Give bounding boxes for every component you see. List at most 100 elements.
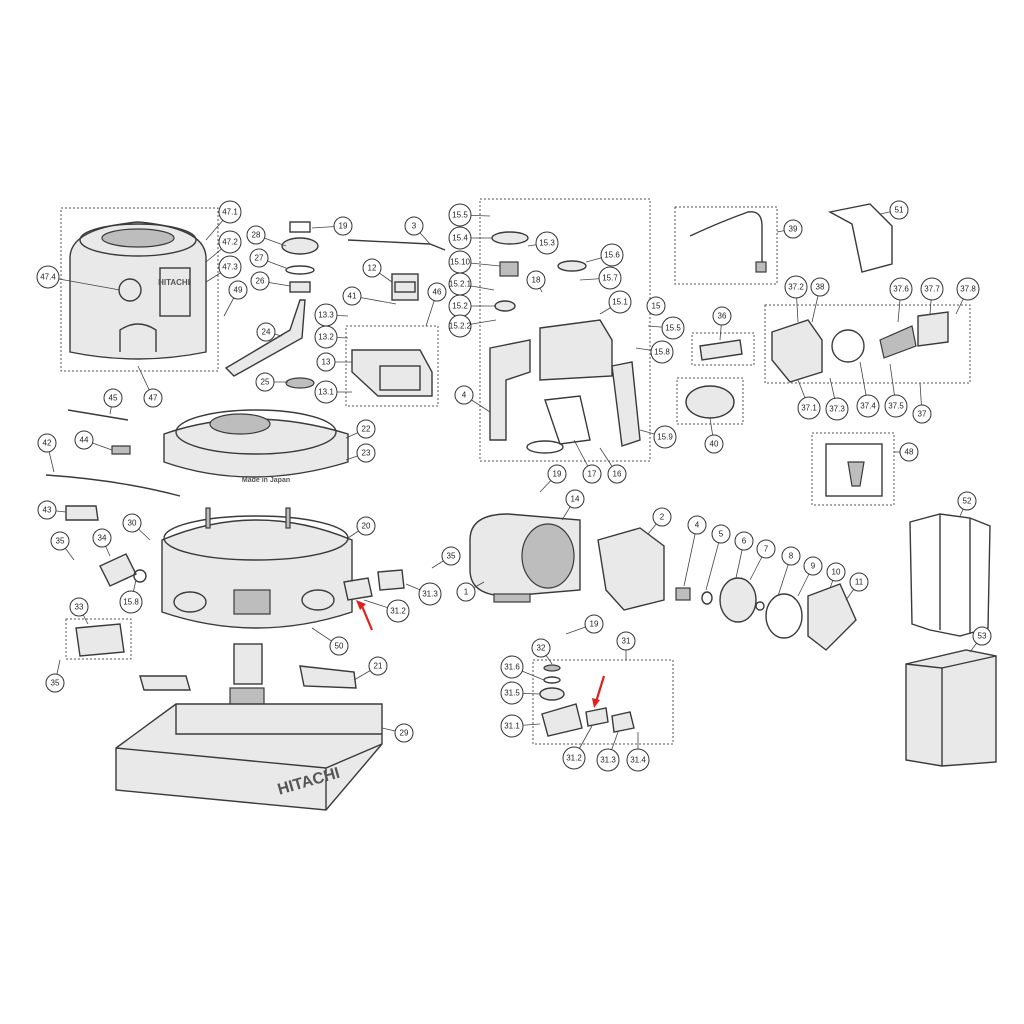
group-box-13 (345, 325, 439, 407)
callout-bubble (547, 464, 567, 484)
callout-bubble (368, 656, 388, 676)
group-box-36 (691, 332, 755, 366)
callout-label: 34 (98, 534, 107, 543)
callout-c153: 15.3 (527, 231, 559, 255)
callout-bubble (784, 275, 808, 299)
callout-label: 47.4 (40, 273, 56, 282)
callout-label: 46 (433, 288, 442, 297)
callout-bubble (218, 230, 242, 254)
callout-label: 53 (978, 632, 987, 641)
callout-c5: 5 (705, 524, 731, 591)
callout-c53: 53 (969, 626, 992, 653)
foot-right (299, 665, 357, 689)
callout-bubble (562, 746, 586, 770)
callout-c24: 24 (256, 322, 283, 342)
callout-label: 37.7 (924, 285, 940, 294)
callout-c19b: 19 (539, 464, 567, 493)
callout-c373: 37.3 (825, 377, 849, 421)
group-box-33 (65, 618, 132, 660)
callout-c52: 52 (957, 491, 977, 517)
callout-bubble (250, 271, 270, 291)
callout-bubble (249, 248, 269, 268)
callout-bubble (826, 562, 846, 582)
callout-c35a: 35 (50, 531, 75, 561)
callout-c312a: 31.2 (363, 599, 410, 623)
callout-c40: 40 (704, 417, 724, 454)
callout-label: 1 (464, 588, 469, 597)
callout-label: 31.4 (630, 756, 646, 765)
callout-label: 31.6 (504, 663, 520, 672)
callout-bubble (582, 464, 602, 484)
callout-c26: 26 (250, 271, 291, 291)
callout-bubble (255, 372, 275, 392)
callout-bubble (122, 513, 142, 533)
callout-label: 8 (789, 552, 794, 561)
fitting-stack (224, 221, 319, 389)
callout-bubble (119, 590, 143, 614)
callout-c20: 20 (347, 516, 376, 539)
callout-label: 31 (622, 637, 631, 646)
callout-c23: 23 (345, 443, 376, 463)
callout-c474: 47.4 (36, 265, 121, 291)
callout-bubble (712, 306, 732, 326)
callout-c25: 25 (255, 372, 288, 392)
callout-label: 39 (789, 225, 798, 234)
callout-c472: 47.2 (205, 230, 242, 263)
callout-label: 17 (588, 470, 597, 479)
foot-left (139, 675, 191, 691)
callout-label: 19 (590, 620, 599, 629)
callout-c158b: 15.8 (119, 579, 143, 614)
callout-c1521: 15.2.1 (448, 272, 495, 296)
callout-c313b: 31.3 (596, 731, 620, 772)
callout-bubble (92, 528, 112, 548)
callout-c471: 47.1 (205, 200, 242, 241)
leader-line (705, 533, 722, 591)
callout-c7: 7 (749, 539, 776, 581)
strainer-part (825, 443, 883, 497)
callout-c50: 50 (311, 627, 349, 656)
callout-bubble (889, 277, 913, 301)
callout-label: 25 (261, 378, 270, 387)
callout-bubble (803, 556, 823, 576)
callout-bubble (849, 572, 869, 592)
callout-label: 37.1 (801, 404, 817, 413)
callout-label: 35 (447, 552, 456, 561)
callout-label: 31.2 (390, 607, 406, 616)
callout-bubble (316, 352, 336, 372)
callout-label: 21 (374, 662, 383, 671)
callout-bubble (704, 434, 724, 454)
callout-label: 50 (335, 642, 344, 651)
callout-c14: 14 (561, 489, 585, 521)
callout-c155a: 15.5 (448, 203, 491, 227)
callout-label: 9 (811, 562, 816, 571)
callout-c3: 3 (404, 216, 431, 245)
callout-label: 22 (362, 425, 371, 434)
callout-label: 37.4 (860, 402, 876, 411)
callout-c35c: 35 (431, 546, 461, 569)
callout-label: 37.6 (893, 285, 909, 294)
callout-bubble (441, 546, 461, 566)
power-cord (45, 474, 181, 497)
callout-label: 13 (322, 358, 331, 367)
callout-bubble (607, 464, 627, 484)
highlight-arrow-right (592, 675, 606, 708)
callout-label: 41 (348, 292, 357, 301)
callout-label: 15.2 (452, 302, 468, 311)
callout-label: 15.4 (452, 234, 468, 243)
cover-assembly: HITACHI (69, 221, 207, 360)
group-box-15 (479, 198, 651, 462)
callout-c18: 18 (526, 270, 546, 293)
callout-bubble (661, 316, 685, 340)
callout-bubble (37, 500, 57, 520)
callout-bubble (333, 216, 353, 236)
callout-label: 29 (400, 729, 409, 738)
callout-bubble (314, 325, 338, 349)
callout-bubble (531, 638, 551, 658)
callout-bubble (912, 404, 932, 424)
callout-label: 37.8 (960, 285, 976, 294)
callout-c51: 51 (879, 200, 909, 220)
callout-c12: 12 (362, 258, 393, 283)
check-valve (771, 311, 949, 383)
